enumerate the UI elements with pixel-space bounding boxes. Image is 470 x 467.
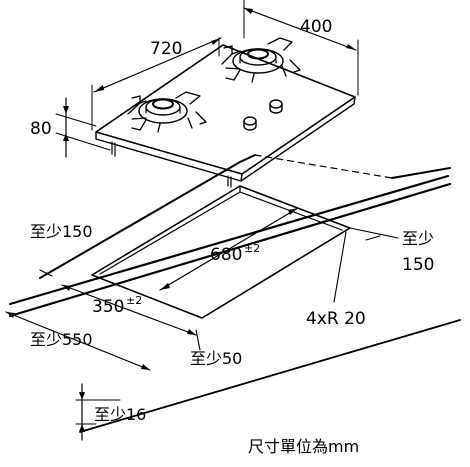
clearance-left-150: 至少150	[30, 222, 93, 277]
burner-left	[127, 91, 207, 133]
label-680: 680	[210, 245, 242, 265]
label-min-left-150: 至少150	[30, 222, 93, 241]
label-720: 720	[150, 39, 182, 59]
dimension-350: 350 ±2	[61, 284, 197, 336]
label-min-right-line1: 至少	[402, 229, 434, 248]
cooktop	[95, 37, 356, 188]
label-80: 80	[30, 119, 52, 139]
label-400: 400	[300, 17, 332, 37]
label-min-50: 至少50	[190, 349, 242, 368]
dimension-680: 680 ±2	[159, 207, 299, 291]
label-min-16: 至少16	[94, 405, 146, 424]
label-min-550: 至少550	[30, 330, 93, 349]
clearance-550: 至少550	[5, 311, 151, 371]
clearance-50: 至少50	[190, 329, 242, 368]
knob-left	[243, 116, 257, 131]
knob-right	[269, 99, 283, 114]
countertop	[8, 154, 461, 433]
label-radius: 4xR 20	[306, 309, 366, 329]
units-note: 尺寸單位為mm	[248, 437, 359, 456]
dimension-720: 720	[91, 37, 222, 131]
clearance-right-150: 至少 150	[349, 227, 434, 275]
dimension-400: 400	[243, 0, 359, 96]
dimension-80: 80	[30, 97, 111, 158]
radius-callout: 4xR 20	[306, 231, 366, 329]
label-350: 350	[92, 297, 124, 317]
clearance-16: 至少16	[75, 383, 146, 441]
label-min-right-line2: 150	[402, 255, 434, 275]
label-680-tol: ±2	[244, 242, 260, 255]
label-350-tol: ±2	[126, 294, 142, 307]
burner-right	[221, 37, 301, 83]
